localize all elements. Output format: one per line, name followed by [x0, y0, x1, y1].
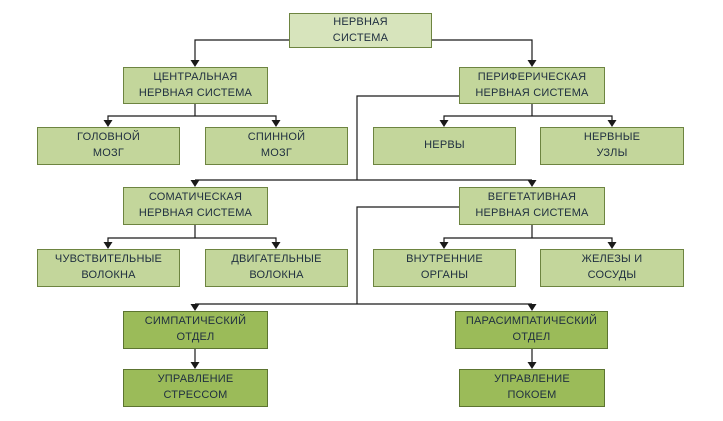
node-parasympathetic-division: ПАРАСИМПАТИЧЕСКИЙ ОТДЕЛ [455, 311, 608, 349]
arrowhead [527, 362, 537, 369]
node-central-nervous-system: ЦЕНТРАЛЬНАЯ НЕРВНАЯ СИСТЕМА [123, 67, 268, 104]
node-nervous-system: НЕРВНАЯ СИСТЕМА [289, 13, 432, 48]
node-motor-fibers: ДВИГАТЕЛЬНЫЕ ВОЛОКНА [205, 249, 348, 287]
arrowhead [439, 120, 449, 127]
arrowhead [190, 304, 200, 311]
arrowhead [271, 242, 281, 249]
node-somatic-nervous-system: СОМАТИЧЕСКАЯ НЕРВНАЯ СИСТЕМА [123, 187, 268, 225]
node-sensory-fibers: ЧУВСТВИТЕЛЬНЫЕ ВОЛОКНА [37, 249, 180, 287]
arrowhead [271, 120, 281, 127]
arrowhead [103, 242, 113, 249]
node-brain: ГОЛОВНОЙ МОЗГ [37, 127, 180, 165]
arrowhead [190, 362, 200, 369]
arrowhead [439, 242, 449, 249]
node-peripheral-nervous-system: ПЕРИФЕРИЧЕСКАЯ НЕРВНАЯ СИСТЕМА [459, 67, 605, 104]
arrowhead [527, 60, 537, 67]
node-glands-vessels: ЖЕЛЕЗЫ И СОСУДЫ [540, 249, 684, 287]
connector-path [107, 39, 613, 362]
arrowhead [527, 180, 537, 187]
arrowhead [607, 242, 617, 249]
node-internal-organs: ВНУТРЕННИЕ ОРГАНЫ [373, 249, 516, 287]
node-sympathetic-division: СИМПАТИЧЕСКИЙ ОТДЕЛ [123, 311, 268, 349]
arrowhead [190, 180, 200, 187]
arrowhead [527, 304, 537, 311]
arrowhead [190, 60, 200, 67]
node-nerve-ganglia: НЕРВНЫЕ УЗЛЫ [540, 127, 684, 165]
node-autonomic-nervous-system: ВЕГЕТАТИВНАЯ НЕРВНАЯ СИСТЕМА [459, 187, 605, 225]
node-nerves: НЕРВЫ [373, 127, 516, 165]
arrowhead [103, 120, 113, 127]
node-rest-control: УПРАВЛЕНИЕ ПОКОЕМ [459, 369, 605, 407]
node-spinal-cord: СПИННОЙ МОЗГ [205, 127, 348, 165]
node-stress-control: УПРАВЛЕНИЕ СТРЕССОМ [123, 369, 268, 407]
arrowhead [607, 120, 617, 127]
